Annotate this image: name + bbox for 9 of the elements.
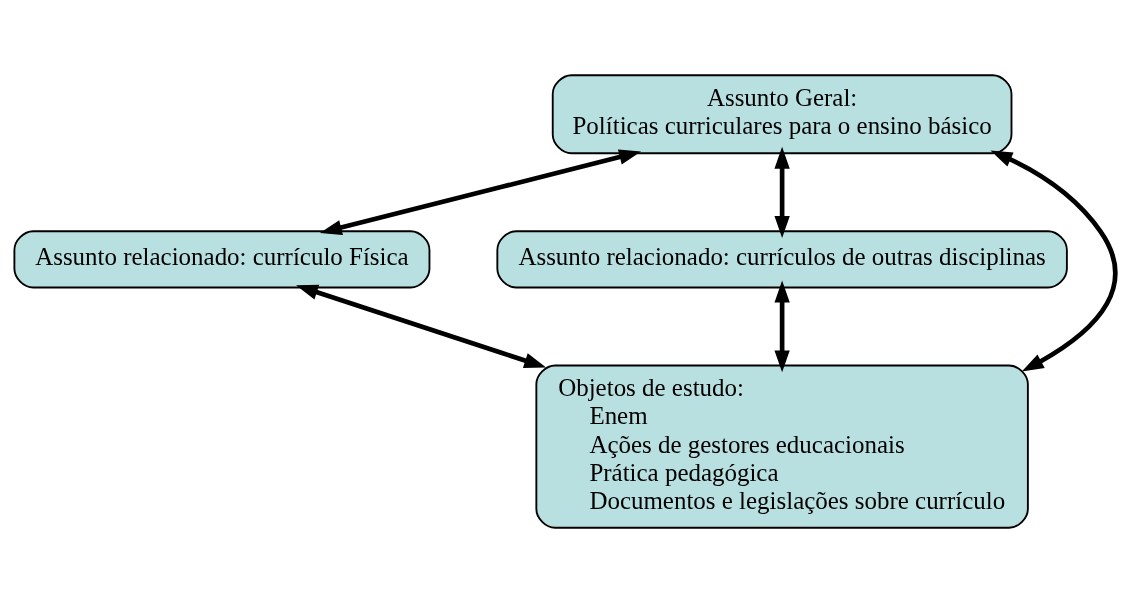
arrow [990, 150, 1118, 372]
arrow [319, 149, 642, 236]
node-box: Assunto relacionado: currículo Física [13, 230, 431, 289]
arrow [774, 146, 790, 238]
node-box: Assunto Geral: Políticas curriculares para o ensino básico [551, 74, 1013, 155]
node-box: Objetos de estudo: Enem Ações de gestores educacionais Prática pedagógica Documentos e legislações sobre currículo [535, 364, 1029, 529]
arrow [774, 280, 790, 373]
arrow [296, 284, 547, 368]
node-box: Assunto relacionado: currículos de outras disciplinas [496, 230, 1068, 289]
